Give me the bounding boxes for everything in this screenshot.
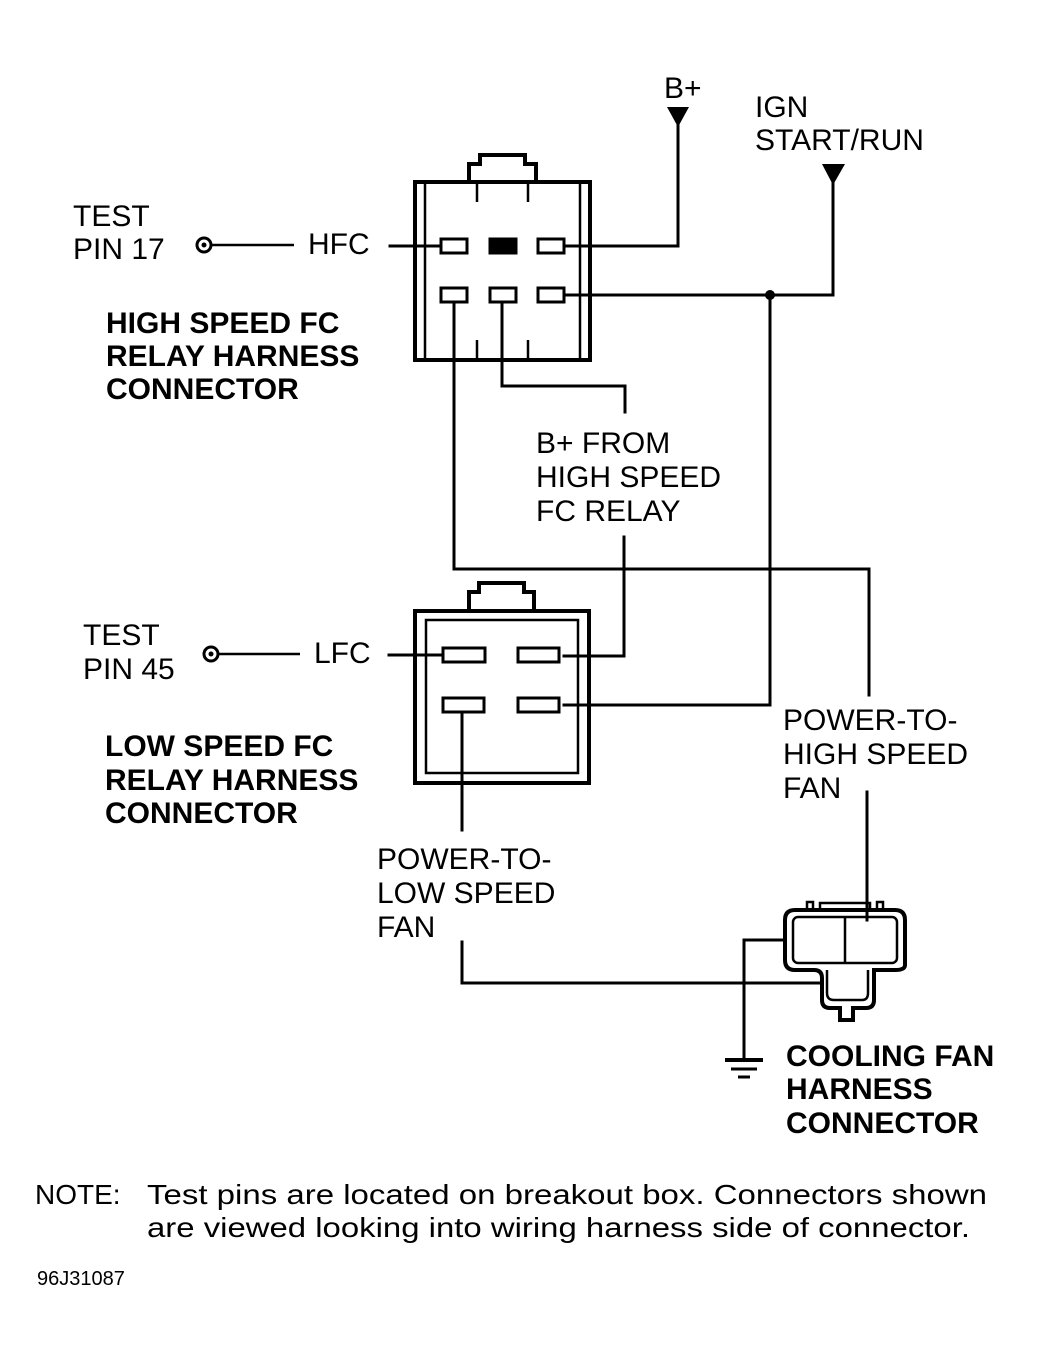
battery-terminal-icon [667,107,689,127]
hs-pin-blocked [488,237,518,255]
test-pin-45-label-line2: PIN 45 [83,653,175,686]
ls-pin-power-low [441,696,486,714]
bplus-wire [562,123,680,248]
lfc-label: LFC [314,637,371,670]
power-low-label-line3: FAN [377,911,435,944]
ls-connector-title-line3: CONNECTOR [105,797,298,830]
hs-connector-title-line2: RELAY HARNESS [106,340,359,373]
power-high-label-line2: HIGH SPEED [783,738,968,771]
power-low-wire-bottom [460,940,822,985]
ls-connector-title-line2: RELAY HARNESS [105,764,358,797]
hfc-label: HFC [308,228,370,261]
hs-pin-power-high [439,286,469,304]
power-low-label-line1: POWER-TO- [377,843,551,876]
ls-pin-lfc [441,646,487,664]
ignition-label-line1: IGN [755,91,808,124]
hs-pin-ign [536,286,566,304]
ground-wire [742,938,787,1062]
ls-connector-title-line1: LOW SPEED FC [105,730,333,763]
cooling-fan-title-line1: COOLING FAN [786,1040,994,1073]
power-high-wire-top [452,300,871,697]
figure-code: 96J31087 [37,1268,125,1290]
bplus-from-relay-wire-bottom [562,535,626,658]
hs-pin-hfc [439,237,469,255]
test-pin-45-label-line1: TEST [83,619,160,652]
cooling-fan-connector [783,900,907,1022]
ign-wire [562,181,835,297]
low-speed-relay-connector [413,581,591,785]
note-prefix: NOTE: [35,1179,121,1210]
ignition-terminal-icon [822,164,845,185]
bplus-from-relay-label-line2: HIGH SPEED [536,461,721,494]
hs-pin-bplus [536,237,566,255]
note-line1: Test pins are located on breakout box. C… [147,1179,987,1210]
power-low-label-line2: LOW SPEED [377,877,555,910]
cooling-fan-title-line2: HARNESS [786,1073,933,1106]
note-line2: are viewed looking into wiring harness s… [147,1212,970,1243]
ign-to-low-relay-wire [562,293,772,707]
hs-connector-title-line1: HIGH SPEED FC [106,307,339,340]
bplus-from-relay-label-line1: B+ FROM [536,427,670,460]
high-speed-relay-connector [413,153,592,362]
ignition-label-line2: START/RUN [755,124,924,157]
power-high-label-line3: FAN [783,772,841,805]
ls-pin-bplus [516,646,561,664]
power-high-label-line1: POWER-TO- [783,704,957,737]
test-pin-17-label-line1: TEST [73,200,150,233]
test-pin-17-label-line2: PIN 17 [73,233,165,266]
cooling-fan-title-line3: CONNECTOR [786,1107,979,1140]
bplus-from-relay-wire-top [500,300,627,414]
bplus-from-relay-label-line3: FC RELAY [536,495,680,528]
hs-pin-bplus-out [488,286,518,304]
battery-label: B+ [664,72,702,105]
ls-pin-ign [516,696,561,714]
hs-connector-title-line3: CONNECTOR [106,373,299,406]
